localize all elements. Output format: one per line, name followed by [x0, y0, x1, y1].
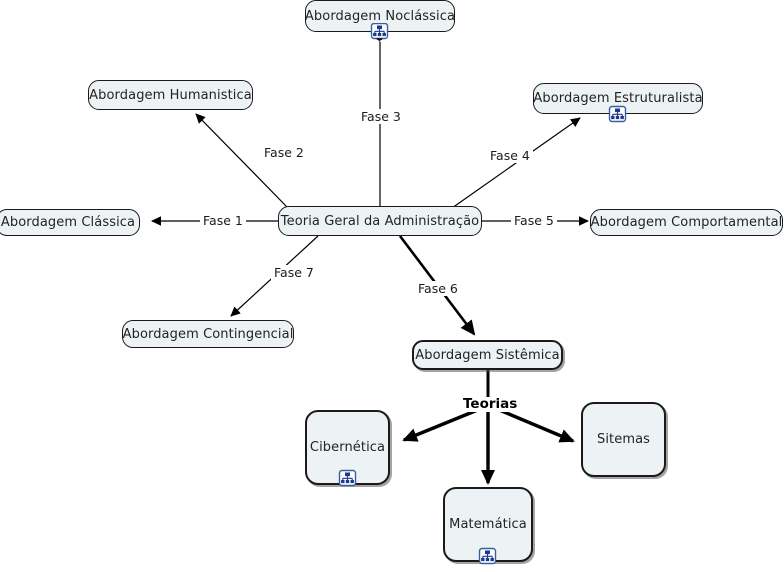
edge-label-fase-5: Fase 5	[511, 213, 557, 228]
node-label: Cibernética	[309, 440, 386, 455]
node-label: Abordagem Contingencial	[122, 326, 294, 342]
submap-icon[interactable]	[478, 547, 497, 566]
submap-icon[interactable]	[608, 105, 627, 124]
edge-label-fase-1: Fase 1	[200, 213, 246, 228]
node-label: Matemática	[449, 517, 527, 532]
edge-fase-2	[195, 113, 289, 209]
submap-icon[interactable]	[370, 23, 389, 42]
node-humanistica[interactable]: Abordagem Humanistica	[88, 80, 253, 110]
edge-label-fase-3: Fase 3	[358, 109, 404, 124]
edge-fase-4	[451, 117, 581, 209]
submap-icon[interactable]	[338, 469, 357, 488]
node-label: Abordagem Estruturalista	[533, 91, 703, 106]
edge-teorias-sitemas	[496, 407, 575, 443]
edge-label-fase-2: Fase 2	[261, 145, 307, 160]
edge-label-fase-4: Fase 4	[487, 148, 533, 163]
node-label: Abordagem Noclássica	[304, 8, 456, 24]
node-classica[interactable]: Abordagem Clássica	[0, 209, 140, 236]
node-comportamental[interactable]: Abordagem Comportamental	[590, 209, 783, 236]
node-contingencial[interactable]: Abordagem Contingencial	[122, 320, 294, 348]
edge-label-fase-6: Fase 6	[415, 281, 461, 296]
node-label: Abordagem Clássica	[0, 215, 136, 230]
node-sistemica[interactable]: Abordagem Sistêmica	[412, 340, 563, 370]
edge-label-teorias: Teorias	[460, 397, 521, 412]
edge-label-fase-7: Fase 7	[271, 265, 317, 280]
node-label: Sitemas	[596, 432, 651, 447]
node-label: Abordagem Sistêmica	[415, 347, 560, 363]
node-label: Teoria Geral da Administração	[280, 213, 480, 229]
node-sitemas[interactable]: Sitemas	[581, 402, 666, 477]
node-central[interactable]: Teoria Geral da Administração	[278, 206, 482, 236]
node-label: Abordagem Humanistica	[89, 87, 252, 103]
node-label: Abordagem Comportamental	[590, 215, 783, 230]
edge-teorias-cibernetica	[402, 407, 481, 442]
